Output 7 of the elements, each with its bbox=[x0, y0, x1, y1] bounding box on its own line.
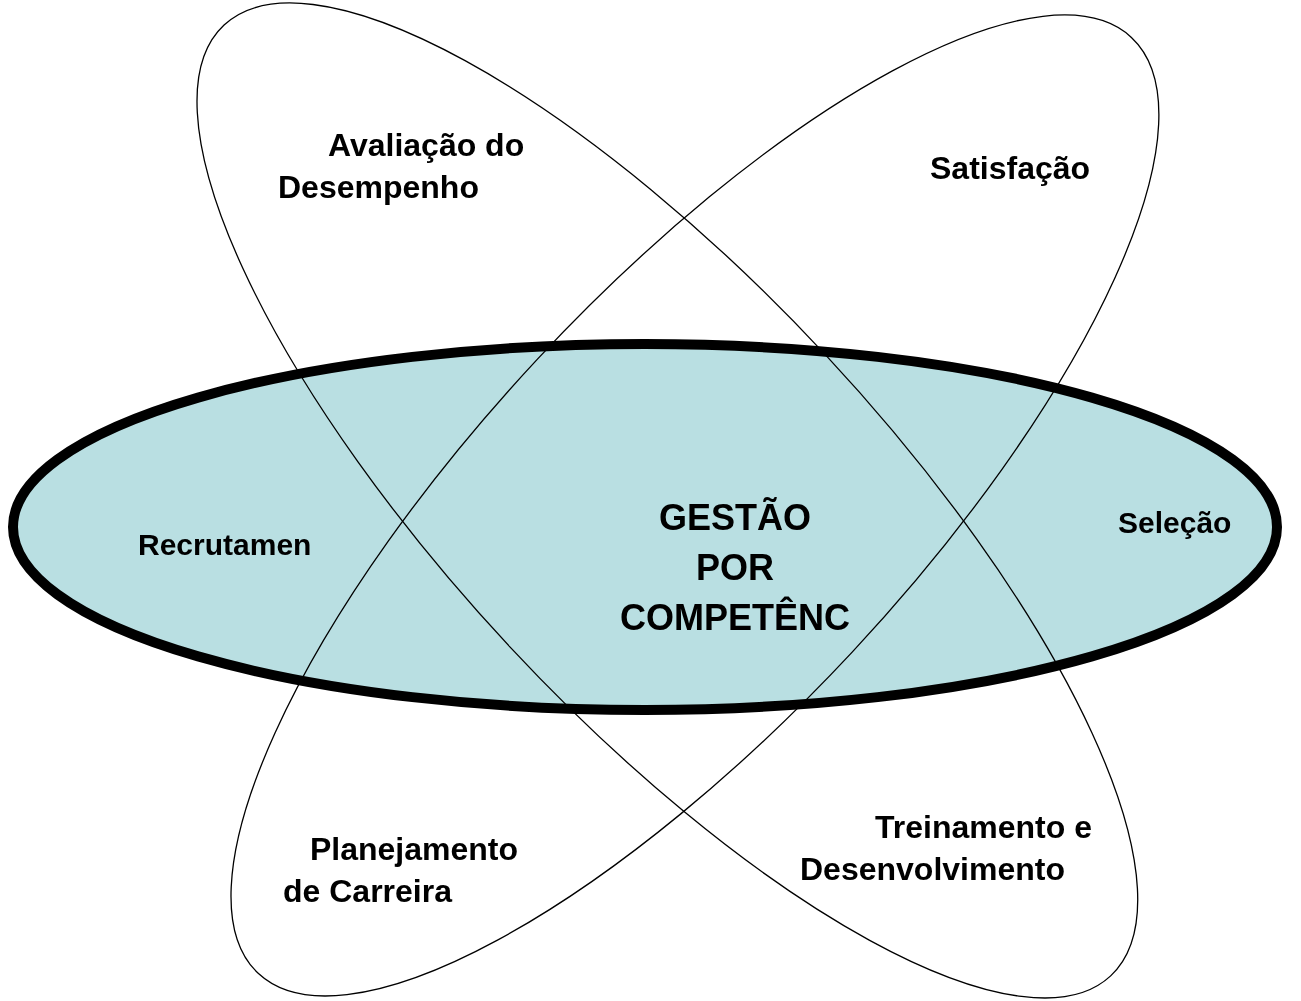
category-label: Avaliação do Desempenho bbox=[278, 126, 526, 207]
category-label: Planejamento de Carreira bbox=[283, 830, 520, 911]
category-label: Recrutamen bbox=[138, 527, 313, 563]
category-label: Treinamento e Desenvolvimento bbox=[800, 808, 1093, 889]
category-label: GESTÃO POR COMPETÊNC bbox=[619, 496, 851, 640]
category-label: Seleção bbox=[1118, 505, 1233, 541]
category-label: Satisfação bbox=[930, 149, 1092, 188]
